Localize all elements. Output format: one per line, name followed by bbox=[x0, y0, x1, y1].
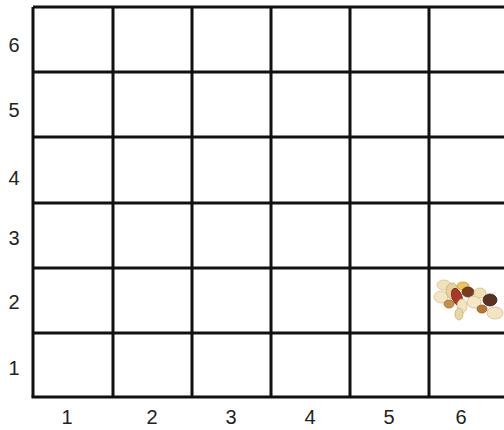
axis-label: 1 bbox=[61, 407, 72, 427]
axis-label: 2 bbox=[8, 292, 19, 312]
grid-lines bbox=[32, 7, 504, 397]
nut-pile bbox=[434, 280, 503, 320]
axis-label: 1 bbox=[8, 358, 19, 378]
nut bbox=[487, 307, 503, 319]
axis-label: 2 bbox=[146, 407, 157, 427]
grid-line bbox=[32, 396, 504, 399]
grid-line bbox=[33, 6, 504, 9]
grid-line bbox=[33, 202, 504, 205]
axis-label: 3 bbox=[225, 407, 236, 427]
axis-label: 4 bbox=[304, 407, 315, 427]
axis-label: 5 bbox=[383, 407, 394, 427]
axis-label: 6 bbox=[455, 407, 466, 427]
grid-line bbox=[33, 136, 504, 139]
axis-label: 4 bbox=[8, 168, 19, 188]
grid-line bbox=[33, 267, 504, 270]
grid-line bbox=[33, 71, 504, 74]
axis-label: 5 bbox=[8, 100, 19, 120]
axis-label: 6 bbox=[8, 35, 19, 55]
grid-line bbox=[33, 332, 504, 335]
nut bbox=[455, 308, 463, 320]
nut bbox=[477, 305, 487, 313]
nut bbox=[444, 300, 454, 308]
nut bbox=[483, 294, 497, 306]
axis-label: 3 bbox=[8, 228, 19, 248]
nut bbox=[462, 287, 474, 297]
